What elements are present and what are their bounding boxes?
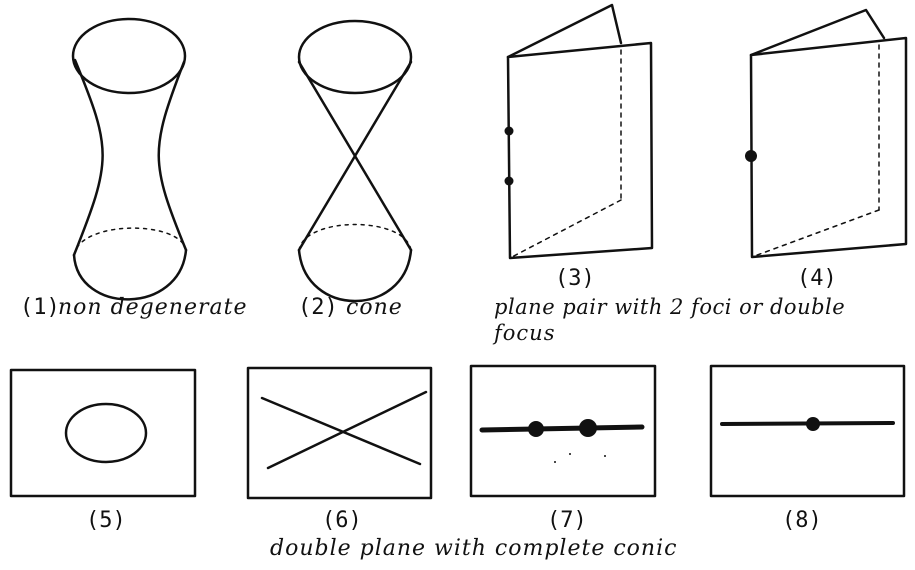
- figure-1-label: (1): [20, 295, 60, 320]
- double-plane-caption: double plane with complete conic: [270, 536, 678, 561]
- hyperboloid-left-side: [72, 58, 104, 257]
- double-plane-double-line-two-points-figure: [469, 364, 657, 498]
- plane-pair-caption-line2: focus: [494, 321, 556, 345]
- plane-pair-back-hidden-bottom: [509, 199, 622, 259]
- focus-point-upper: [504, 126, 514, 136]
- plane-pair-front-plane: [506, 41, 654, 260]
- cone-bottom-back: [298, 223, 412, 251]
- point-left: [528, 421, 544, 437]
- figure-2-label: (2): [298, 295, 338, 320]
- figure-7-label: (7): [547, 508, 587, 533]
- hyperboloid-figure: [71, 17, 188, 301]
- hyperboloid-bottom-front: [72, 248, 188, 301]
- plane-pair-caption-line1: plane pair with 2 foci or double: [494, 295, 846, 319]
- double-focus-point: [745, 150, 757, 162]
- plane-frame: [9, 368, 197, 498]
- plane-pair-back-plane: [749, 8, 886, 57]
- double-plane-double-line-one-point-figure: [709, 364, 906, 498]
- hyperboloid-top-rim: [71, 17, 187, 95]
- figure-1-caption: non degenerate: [58, 295, 248, 320]
- double-plane-line-pair-figure: [246, 366, 433, 500]
- plane-pair-back-hidden-bottom: [751, 209, 880, 258]
- double-line: [479, 424, 645, 433]
- figure-3-label: (3): [555, 266, 595, 291]
- plane-frame: [709, 364, 906, 498]
- cone-bottom-front: [297, 248, 413, 303]
- plane-pair-back-plane: [506, 3, 623, 59]
- figure-6-label: (6): [322, 508, 362, 533]
- hyperboloid-bottom-back: [73, 227, 187, 256]
- figure-2-caption: cone: [346, 295, 403, 320]
- speck: [554, 461, 556, 463]
- cone-figure: [297, 19, 413, 303]
- plane-frame: [246, 366, 433, 500]
- figure-5-label: (5): [86, 508, 126, 533]
- focus-point-lower: [504, 176, 514, 186]
- plane-frame: [469, 364, 657, 498]
- conic-line-b: [266, 390, 428, 470]
- cone-top-rim: [297, 19, 413, 95]
- hyperboloid-right-side: [157, 60, 188, 252]
- cone-generator-right: [297, 60, 413, 252]
- figure-4-label: (4): [797, 266, 837, 291]
- point-right: [579, 419, 597, 437]
- double-plane-ellipse-figure: [9, 368, 197, 498]
- point-single: [806, 417, 820, 431]
- speck: [604, 455, 606, 457]
- plane-pair-front-plane: [749, 36, 908, 259]
- plane-pair-two-foci-figure: [504, 3, 654, 260]
- plane-pair-double-focus-figure: [745, 8, 908, 259]
- speck: [569, 453, 571, 455]
- conic-ellipse: [64, 402, 148, 464]
- conic-line-a: [260, 396, 422, 466]
- figure-8-label: (8): [782, 508, 822, 533]
